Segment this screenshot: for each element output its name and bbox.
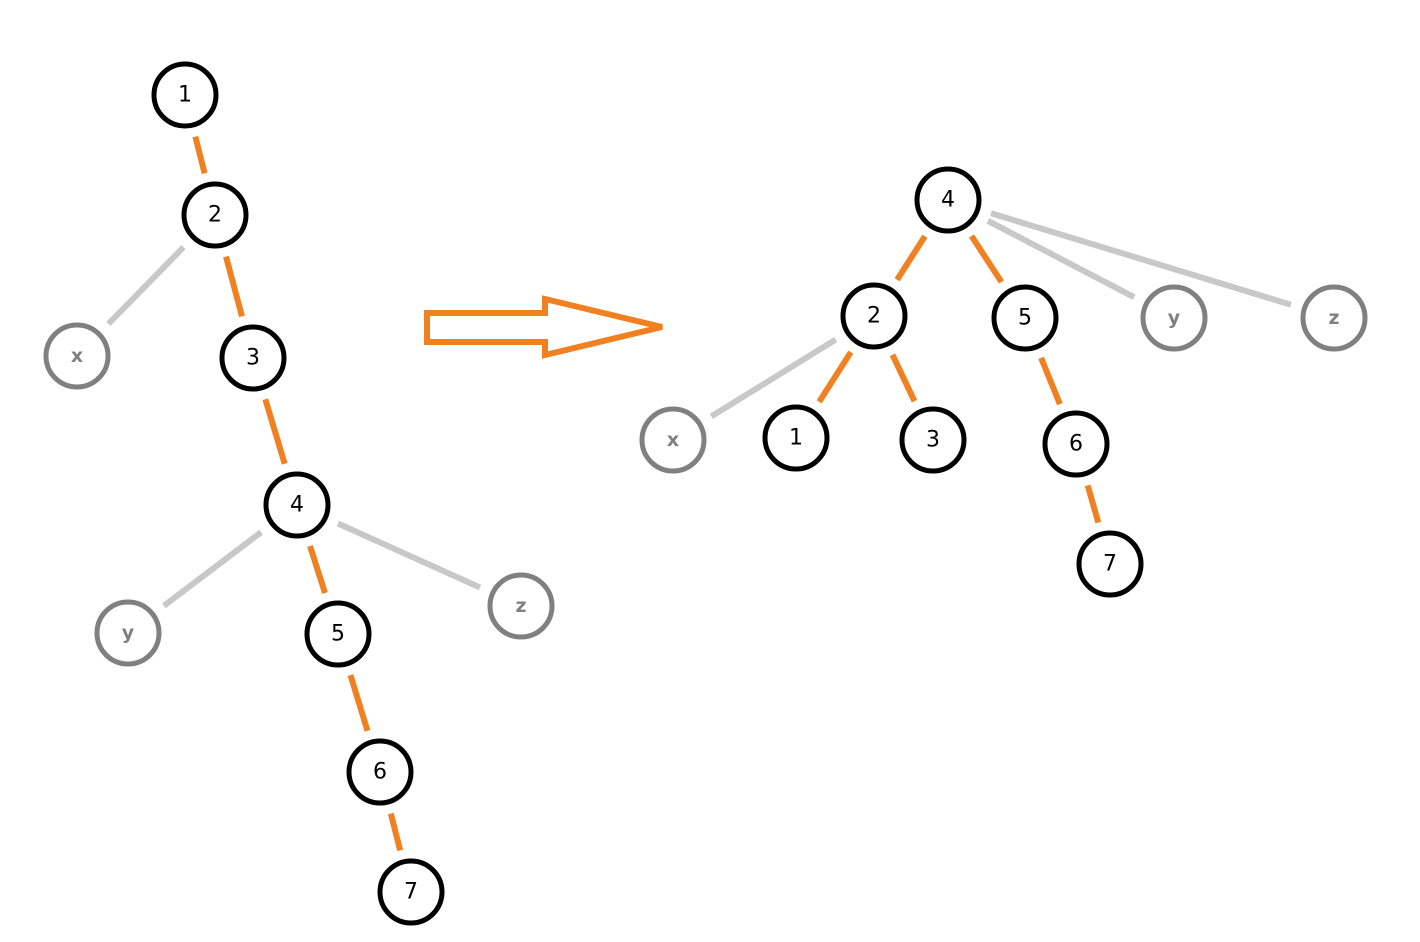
right-arrow-icon	[424, 295, 663, 359]
edge-2-x	[106, 245, 186, 326]
node-label: 4	[290, 493, 304, 518]
node-y: y	[1140, 284, 1208, 352]
node-circle	[219, 324, 287, 392]
node-label: 1	[178, 83, 192, 108]
node-label: 7	[404, 880, 418, 905]
node-6: 6	[346, 738, 414, 806]
left-tree: 1 2 3 4 5 6 7 x y z	[43, 61, 555, 926]
node-circle	[1042, 410, 1110, 478]
node-label: 1	[789, 426, 803, 451]
node-label: y	[1168, 307, 1181, 329]
node-label: 5	[331, 622, 345, 647]
edge-1-2	[192, 135, 208, 175]
edge-4-z	[336, 520, 482, 591]
edge-4-y	[162, 529, 263, 609]
edge-4-y	[986, 218, 1136, 300]
edge-6-7	[1084, 484, 1102, 524]
edge-4-5	[968, 234, 1005, 284]
node-z: z	[1300, 284, 1368, 352]
node-label: 3	[926, 428, 940, 453]
node-label: x	[667, 429, 679, 451]
node-label: y	[122, 622, 135, 644]
node-7: 7	[1076, 530, 1144, 598]
node-circle	[1300, 284, 1368, 352]
node-label: 4	[941, 188, 955, 213]
node-circle	[762, 404, 830, 472]
node-circle	[94, 599, 162, 667]
right-tree: 4 2 5 1 3 6 7 x y z	[639, 166, 1368, 598]
node-y: y	[94, 599, 162, 667]
node-label: 5	[1018, 306, 1032, 331]
edge-5-6	[1038, 356, 1063, 406]
node-x: x	[43, 322, 111, 390]
node-7: 7	[377, 858, 445, 926]
node-4: 4	[914, 166, 982, 234]
node-2: 2	[840, 282, 908, 350]
node-label: z	[515, 595, 526, 617]
node-2: 2	[181, 181, 249, 249]
left-tree-edges	[106, 135, 482, 852]
edge-4-z	[990, 210, 1292, 308]
edge-3-4	[262, 398, 288, 465]
node-circle	[1076, 530, 1144, 598]
node-label: x	[71, 345, 83, 367]
node-5: 5	[304, 600, 372, 668]
node-x: x	[639, 406, 707, 474]
node-label: 3	[246, 346, 260, 371]
node-circle	[914, 166, 982, 234]
node-circle	[346, 738, 414, 806]
node-1: 1	[762, 404, 830, 472]
edge-4-2	[894, 234, 928, 282]
node-label: 2	[208, 203, 222, 228]
left-tree-nodes: 1 2 3 4 5 6 7 x y z	[43, 61, 555, 926]
node-circle	[377, 858, 445, 926]
node-label: 6	[373, 760, 387, 785]
node-circle	[991, 284, 1059, 352]
right-tree-edges	[709, 210, 1292, 524]
node-circle	[899, 406, 967, 474]
edge-2-1	[816, 350, 854, 404]
edge-2-x	[709, 337, 838, 419]
edge-6-7	[387, 812, 404, 852]
node-1: 1	[151, 61, 219, 129]
node-circle	[487, 572, 555, 640]
right-tree-nodes: 4 2 5 1 3 6 7 x y z	[639, 166, 1368, 598]
node-circle	[1140, 284, 1208, 352]
node-label: 7	[1103, 552, 1117, 577]
node-circle	[840, 282, 908, 350]
node-3: 3	[899, 406, 967, 474]
node-label: 2	[867, 304, 881, 329]
node-circle	[304, 600, 372, 668]
node-circle	[43, 322, 111, 390]
edge-2-3	[889, 353, 918, 403]
node-4: 4	[263, 471, 331, 539]
edge-4-5	[307, 545, 328, 594]
node-z: z	[487, 572, 555, 640]
node-label: z	[1328, 307, 1339, 329]
node-3: 3	[219, 324, 287, 392]
node-label: 6	[1069, 432, 1083, 457]
node-circle	[639, 406, 707, 474]
node-circle	[263, 471, 331, 539]
node-6: 6	[1042, 410, 1110, 478]
edge-2-3	[223, 255, 245, 318]
node-circle	[181, 181, 249, 249]
node-5: 5	[991, 284, 1059, 352]
edge-5-6	[347, 674, 371, 732]
node-circle	[151, 61, 219, 129]
